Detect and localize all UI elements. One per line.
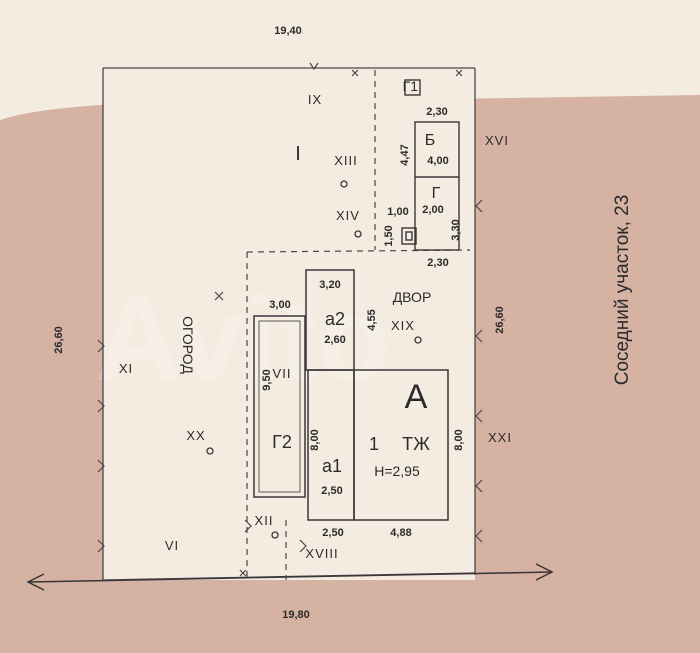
marker-xi: XI [119,361,133,376]
marker-xviii: XVIII [305,546,338,561]
building-g-inner: 2,00 [422,204,443,216]
marker-xix: XIX [391,318,415,333]
main-buildings [253,269,449,521]
dim-right: 26,60 [494,306,506,334]
marker-xvi: XVI [485,133,509,148]
marker-vii: VII [273,366,292,381]
yard-label: ДВОР [393,289,432,305]
zone-label: I [295,143,301,165]
building-g-name: Г [432,185,441,202]
building-a1-depth: 8,00 [309,429,321,450]
outbuildings [401,79,460,251]
tree-markers [206,180,422,539]
marker-xx: XX [186,428,205,443]
building-a2-inner: 2,60 [324,334,345,346]
building-a-height: Н=2,95 [374,463,420,479]
building-g1-name: Г1 [403,78,419,94]
building-b-width: 2,30 [426,106,447,118]
building-a-number: 1 [369,434,379,454]
dim-left: 26,60 [53,326,65,354]
building-side-dim: 4,47 [399,144,411,165]
marker-vi: VI [165,538,179,553]
neighbor-label: Соседний участок, 23 [612,195,633,386]
marker-xiv: XIV [336,208,360,223]
building-a1-width: 2,50 [322,527,343,539]
bottom-axis [26,563,554,591]
building-a-material: ТЖ [402,434,430,454]
dim-bottom: 19,80 [282,609,310,621]
marker-xiii: XIII [334,153,358,168]
building-g2-name: Г2 [272,432,292,452]
building-g-depth: 3,30 [450,219,462,240]
building-g2-depth: 9,50 [261,369,273,390]
building-a-letter: А [405,378,428,416]
marker-xxi: XXI [488,430,512,445]
building-a-depth: 8,00 [453,429,465,450]
dim-top: 19,40 [274,25,302,37]
dashed-lines [246,70,471,580]
building-a1-name: а1 [322,456,342,476]
marker-xii: XII [255,513,274,528]
building-a2-name: а2 [325,309,345,329]
building-a2-depth: 4,55 [366,309,378,330]
building-a-width: 4,88 [390,527,411,539]
building-a2-width: 3,20 [319,279,340,291]
building-a1-inner: 2,50 [321,485,342,497]
tick-marks [97,62,483,577]
building-g-width: 2,30 [427,257,448,269]
marker-ix: IX [308,92,322,107]
plot-fill [103,68,475,580]
well-width: 1,00 [387,206,408,218]
building-g2-width: 3,00 [269,299,290,311]
watermark: Avito [95,272,391,406]
building-b-inner: 4,00 [427,155,448,167]
garden-label: ОГОРОД [180,316,196,374]
building-b-name: Б [425,132,436,149]
well-height: 1,50 [383,225,395,246]
